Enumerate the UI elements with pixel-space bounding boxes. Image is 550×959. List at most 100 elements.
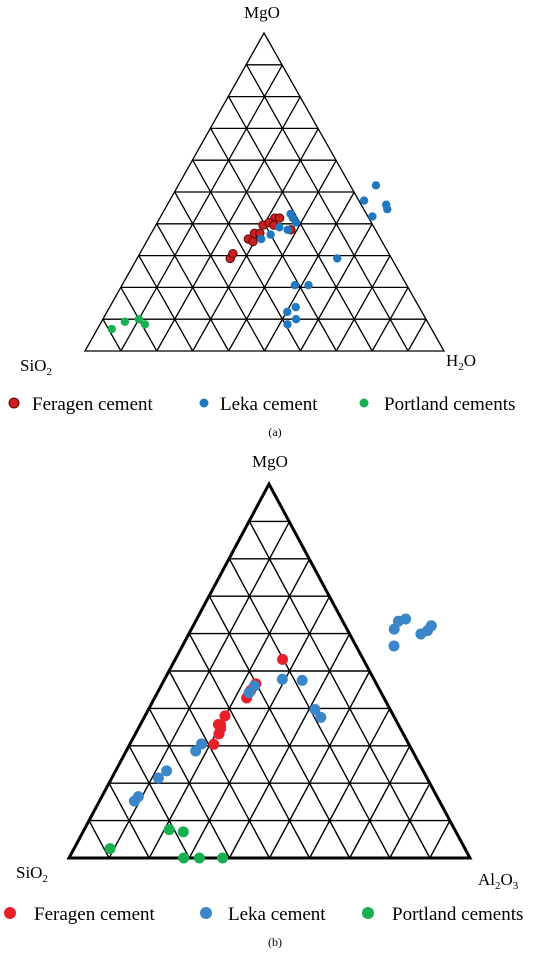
legend-item-leka-b: Leka cement [200,904,326,925]
vertex-left-label-a: SiO2 [20,356,52,378]
point-leka [309,704,321,716]
grid-line [407,318,427,352]
point-leka [283,307,292,317]
legend-label-portland-b: Portland cements [392,904,523,925]
point-leka [190,745,202,757]
data-points-a [107,181,392,334]
point-leka [332,254,342,263]
point-leka [266,230,275,239]
point-portland [134,315,144,324]
point-portland [177,826,189,838]
point-leka [161,765,173,777]
grid-line [335,255,391,352]
point-portland [107,324,116,334]
point-leka [291,315,301,324]
grid-line [263,191,355,352]
grid-line [248,521,431,859]
point-leka [128,795,140,807]
panel-label-a: (a) [268,425,281,439]
point-portland [178,852,190,864]
legend-label-feragen-a: Feragen cement [32,394,154,415]
point-leka [243,687,255,699]
point-feragen [219,710,231,722]
legend-item-feragen-b: Feragen cement [4,904,156,925]
point-leka [383,204,392,214]
grid-line [138,255,194,352]
legend-marker-portland-b [362,907,374,919]
grid-line [228,96,373,352]
grid-line [148,708,231,859]
vertex-top-label-b: MgO [252,452,288,471]
legend-label-leka-a: Leka cement [220,394,318,415]
point-leka [152,772,164,784]
point-feragen [213,728,225,740]
point-leka [290,280,300,290]
grid-line [108,782,150,859]
legend-label-leka-b: Leka cement [228,904,326,925]
legend-item-leka-a: Leka cement [199,394,318,415]
grid-line [188,595,331,859]
grid-line [429,820,451,859]
point-portland [217,852,229,864]
grid-line [102,318,122,352]
point-leka [371,181,381,190]
point-leka [296,674,308,686]
legend-marker-leka-b [200,907,212,919]
point-feragen [208,738,220,750]
point-portland [140,320,150,329]
triangle-frame [66,480,473,860]
vertex-right-label-b: Al2O3 [478,870,519,892]
data-points-b [104,613,437,864]
legend-label-feragen-b: Feragen cement [34,904,156,925]
grid-line [128,745,190,859]
point-leka [291,218,301,227]
point-leka [283,225,292,235]
legend-item-portland-b: Portland cements [362,904,523,925]
grid-line [168,670,271,859]
point-portland [193,852,205,864]
point-feragen [277,653,289,665]
panel-label-b: (b) [268,935,282,949]
point-leka [368,212,377,221]
legend-marker-feragen-b [4,907,16,919]
point-leka [315,711,327,723]
legend-item-portland-a: Portland cements [359,394,515,415]
triangle-grid-a [83,31,446,352]
grid-line [192,159,301,352]
vertex-right-label-a: H2O [446,351,476,373]
point-portland [104,843,116,855]
grid-line [108,521,291,859]
grid-line [208,595,351,859]
point-feragen [274,213,285,223]
point-portland [120,317,130,326]
point-leka [388,623,400,635]
point-feragen [248,236,258,247]
legend-label-portland-a: Portland cements [384,394,515,415]
point-leka [359,196,369,205]
point-leka [276,673,288,685]
point-feragen [228,248,238,259]
grid-line [120,64,284,352]
point-leka [257,234,266,244]
grid-line [174,191,266,352]
grid-line [188,633,311,859]
point-portland [163,824,175,836]
legend-item-feragen-a: Feragen cement [8,394,154,415]
point-leka [388,640,400,652]
ternary-panel-b: MgO SiO2 Al2O3 Feragen cement Leka cemen… [4,452,523,949]
legend-marker-feragen-a [8,397,20,409]
grid-line [349,745,411,859]
point-leka [275,223,284,232]
grid-line [210,128,337,352]
point-leka [415,628,427,640]
ternary-panel-a: MgO SiO2 H2O Feragen cement Leka cement … [8,3,515,439]
triangle-frame [83,31,446,352]
legend-b: Feragen cement Leka cement Portland ceme… [4,904,523,925]
grid-line [228,558,391,859]
vertex-top-label-a: MgO [244,3,280,22]
grid-line [268,670,371,859]
point-leka [304,280,313,290]
grid-line [156,223,230,352]
point-leka [291,302,300,312]
